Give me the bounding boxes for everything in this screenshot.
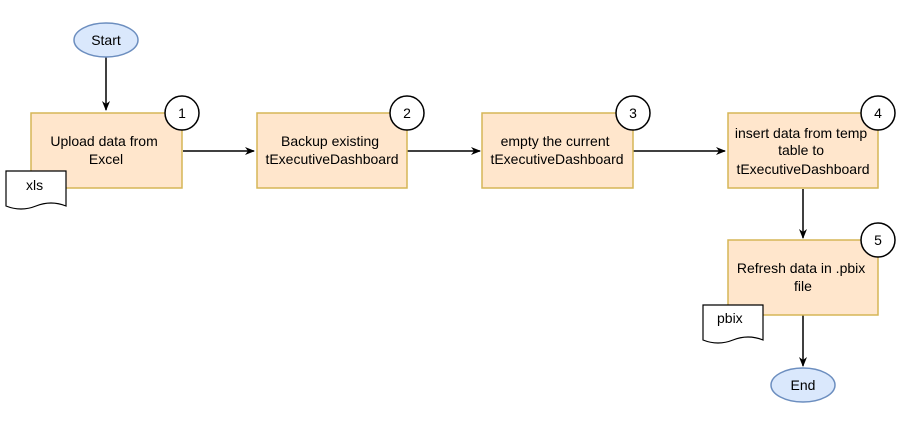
badge-1-circle [164,95,200,131]
step-4-box [727,112,879,189]
end-ellipse [770,367,836,403]
step-3-box [481,112,634,189]
pbix-document-label: pbix [717,310,743,326]
step-5-text: Refresh data in .pbix file [737,260,869,294]
step-3: empty the current tExecutiveDashboard [481,112,634,189]
step-4-line-3: tExecutiveDashboard [736,161,869,177]
step-2-line-1: Backup existing [281,133,379,149]
step-4: insert data from temp table to tExecutiv… [727,112,879,189]
start-ellipse [73,22,139,58]
step-2-line-2: tExecutiveDashboard [265,151,398,167]
badge-4: 4 [860,95,896,131]
badge-5: 5 [860,222,896,258]
step-2: Backup existing tExecutiveDashboard [256,112,408,189]
step-4-line-2: table to [778,142,824,158]
badge-1-label: 1 [178,105,186,121]
end-node: End [770,367,836,403]
badge-2-label: 2 [403,105,411,121]
step-5-line-1: Refresh data in .pbix [737,260,865,276]
badge-3-circle [615,95,651,131]
edges [102,57,807,367]
badge-1: 1 [164,95,200,131]
badge-5-circle [860,222,896,258]
badge-3-label: 3 [629,105,637,121]
step-5-line-2: file [794,278,812,294]
step-3-text: empty the current tExecutiveDashboard [490,133,623,167]
step-4-line-1: insert data from temp [735,125,867,141]
pbix-document-shape [702,304,764,344]
step-2-text: Backup existing tExecutiveDashboard [265,133,398,167]
step-1-text: Upload data from Excel [50,133,161,167]
step-2-box [256,112,408,189]
step-3-line-2: tExecutiveDashboard [490,151,623,167]
step-1-line-1: Upload data from [50,133,157,149]
step-3-line-1: empty the current [501,133,610,149]
step-1-line-2: Excel [89,151,123,167]
badge-3: 3 [615,95,651,131]
badge-4-label: 4 [874,105,882,121]
start-label: Start [91,32,121,48]
pbix-document: pbix [702,304,764,344]
end-label: End [791,377,816,393]
badge-2-circle [389,95,425,131]
step-5-box [727,239,879,316]
badge-4-circle [860,95,896,131]
start-node: Start [73,22,139,58]
xls-document: xls [5,170,67,210]
xls-document-label: xls [26,177,43,193]
step-5: Refresh data in .pbix file [727,239,879,316]
step-4-text: insert data from temp table to tExecutiv… [735,125,871,177]
xls-document-shape [5,170,67,210]
badge-5-label: 5 [874,232,882,248]
badge-2: 2 [389,95,425,131]
